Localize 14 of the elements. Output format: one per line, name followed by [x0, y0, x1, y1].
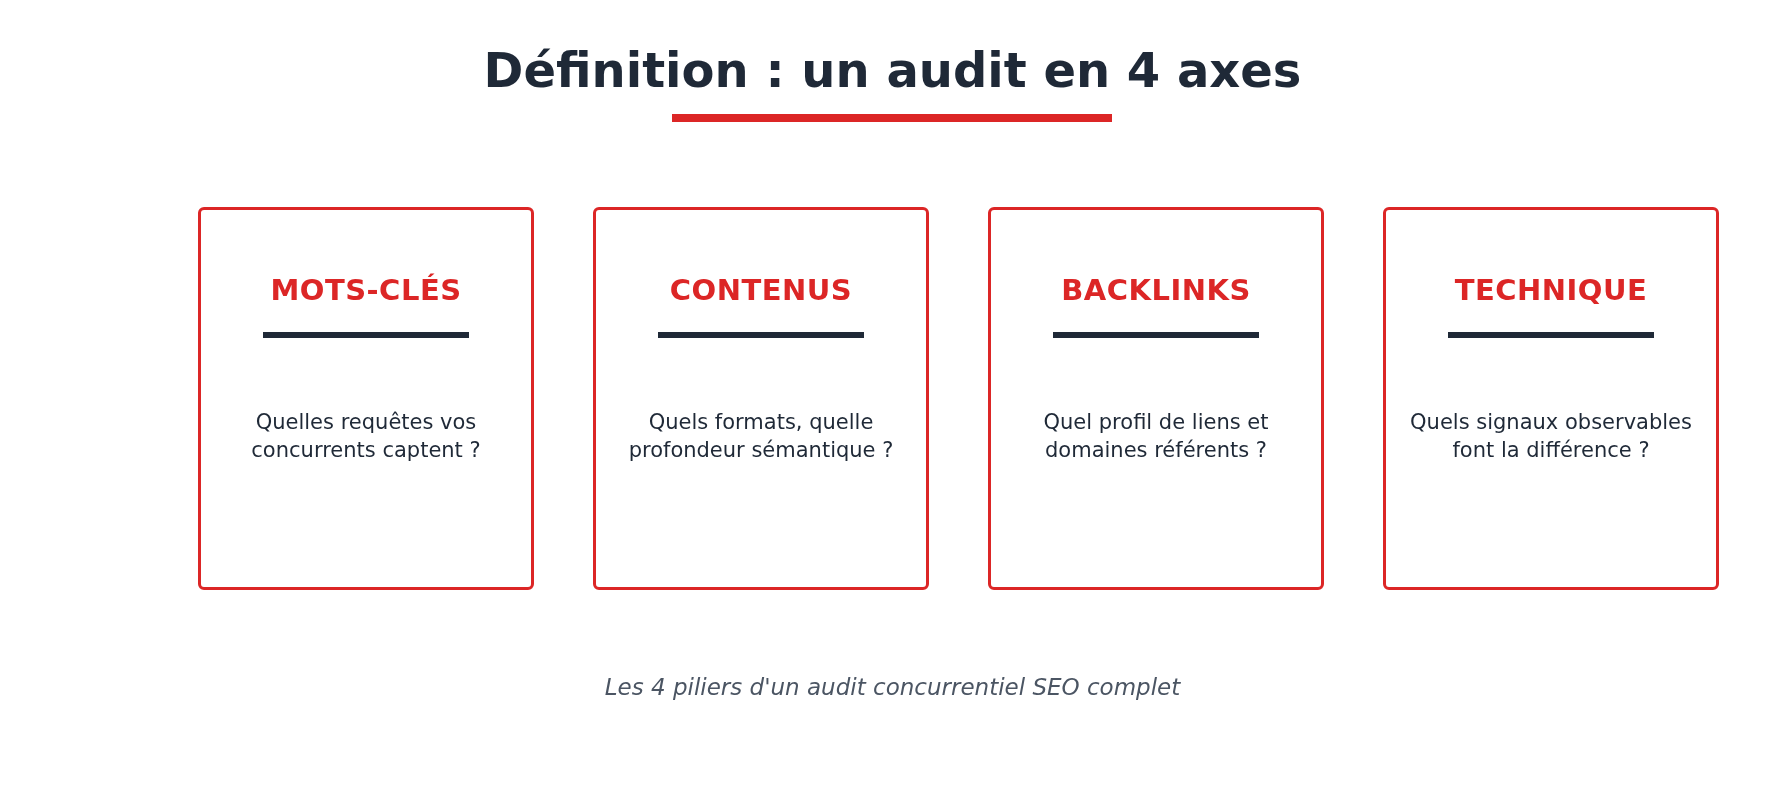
title: Définition : un audit en 4 axes — [483, 41, 1302, 100]
card-heading: TECHNIQUE — [1454, 272, 1648, 308]
card-question: Quels formats, quelle profondeur sémantique ? — [627, 409, 895, 464]
card-heading: BACKLINKS — [1061, 272, 1251, 308]
card-question: Quel profil de liens et domaines référents ? — [1042, 409, 1270, 464]
category-card — [988, 207, 1324, 590]
category-card — [593, 207, 929, 590]
caption: Les 4 piliers d'un audit concurrentiel SEO complet — [604, 674, 1181, 700]
card-heading: MOTS-CLÉS — [270, 272, 462, 308]
category-card — [1383, 207, 1719, 590]
card-question: Quelles requêtes vos concurrents captent ? — [250, 409, 482, 464]
category-card — [198, 207, 534, 590]
card-question: Quels signaux observables font la différence ? — [1409, 409, 1693, 464]
card-heading: CONTENUS — [669, 272, 853, 308]
